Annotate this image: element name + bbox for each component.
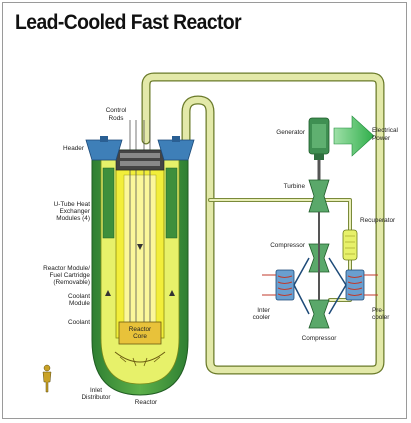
u-tube-hx-right: [165, 167, 178, 239]
u-tube-hx-left: [102, 167, 115, 239]
vessel-flow-arrows: [105, 244, 175, 296]
label-turbine: Turbine: [284, 183, 306, 190]
label-electrical-power-1: Electrical: [372, 127, 398, 134]
label-precooler-2: cooler: [372, 314, 390, 321]
label-coolant-module-2: Module: [69, 300, 90, 307]
diagram-frame: Lead-Cooled Fast Reactor: [2, 2, 407, 419]
label-compressor-lower: Compressor: [302, 335, 338, 342]
diagram-title: Lead-Cooled Fast Reactor: [15, 11, 242, 34]
label-reactor-module-1: Reactor Module/: [43, 265, 90, 272]
power-conversion: [262, 115, 378, 329]
reactor-core: [118, 321, 162, 345]
electrical-power-arrow: [333, 115, 375, 157]
label-inlet-distributor-1: Inlet: [90, 387, 102, 394]
label-inlet-distributor-2: Distributor: [81, 394, 111, 401]
turbine: [308, 179, 330, 213]
label-electrical-power-2: Power: [372, 135, 391, 142]
label-reactor-module-2: Fuel Cartridge: [50, 272, 91, 279]
label-intercooler-1: Inter: [257, 307, 271, 314]
label-coolant-module-1: Coolant: [68, 293, 90, 300]
labels: Control Rods Header U-Tube Heat Exchange…: [43, 107, 398, 406]
label-u-tube-3: Modules (4): [56, 215, 90, 222]
label-precooler-1: Pre-: [372, 307, 384, 314]
label-u-tube-2: Exchanger: [59, 208, 90, 215]
label-control-rods-2: Rods: [109, 115, 124, 122]
label-header: Header: [63, 145, 85, 152]
recuperator: [342, 229, 358, 261]
label-intercooler-2: cooler: [253, 314, 271, 321]
label-generator: Generator: [276, 129, 306, 136]
reactor-vessel: [85, 120, 195, 396]
label-reactor-core-1: Reactor: [129, 326, 152, 333]
label-control-rods-1: Control: [106, 107, 127, 114]
header-left: [85, 139, 123, 161]
label-reactor-module-3: (Removable): [53, 279, 90, 286]
label-compressor-upper: Compressor: [270, 242, 306, 249]
label-reactor: Reactor: [135, 399, 158, 406]
header-right: [157, 139, 195, 161]
inlet-distributor-shape: [114, 351, 166, 363]
label-coolant: Coolant: [68, 319, 90, 326]
label-reactor-core-2: Core: [133, 333, 147, 340]
human-scale-figure: [42, 364, 52, 393]
label-recuperator: Recuperator: [360, 217, 396, 224]
compressor-lower: [308, 299, 330, 329]
label-u-tube-1: U-Tube Heat: [54, 201, 91, 208]
